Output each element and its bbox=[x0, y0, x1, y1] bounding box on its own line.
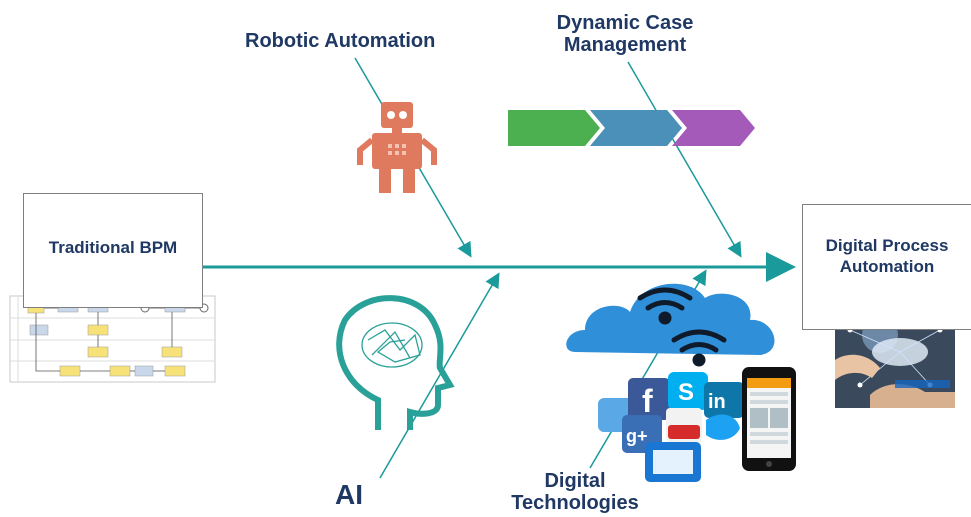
traditional-bpm-box: Traditional BPM bbox=[23, 193, 203, 308]
dcm-chevrons bbox=[508, 110, 755, 146]
facebook-icon bbox=[628, 378, 670, 420]
social-icons-cluster: f S in g+ bbox=[598, 372, 744, 482]
label-digital-technologies: Digital Technologies bbox=[511, 470, 639, 514]
traditional-bpm-title: Traditional BPM bbox=[48, 238, 178, 257]
svg-text:g+: g+ bbox=[626, 426, 648, 446]
brain-head-icon bbox=[336, 295, 455, 430]
wifi-icon bbox=[637, 287, 693, 325]
arrow-ai bbox=[379, 272, 500, 479]
svg-text:S: S bbox=[678, 379, 694, 406]
label-ai: AI bbox=[335, 479, 363, 510]
twitter-icon bbox=[706, 414, 740, 440]
label-robotic-automation: Robotic Automation bbox=[245, 30, 436, 52]
label-dynamic-case-management: Dynamic Case Management bbox=[556, 12, 694, 56]
svg-text:in: in bbox=[708, 391, 726, 413]
smartphone-icon bbox=[742, 367, 796, 471]
robot-icon bbox=[357, 102, 437, 193]
svg-text:f: f bbox=[642, 383, 653, 419]
arrow-dcm bbox=[627, 61, 742, 258]
wifi-icon bbox=[671, 329, 727, 367]
linkedin-icon bbox=[704, 382, 744, 418]
skype-icon bbox=[668, 372, 708, 410]
digital-process-automation-title: Digital Process Automation bbox=[825, 236, 949, 277]
digital-process-automation-box: Digital Process Automation bbox=[802, 204, 971, 330]
flowchart-thumbnail bbox=[9, 295, 216, 383]
